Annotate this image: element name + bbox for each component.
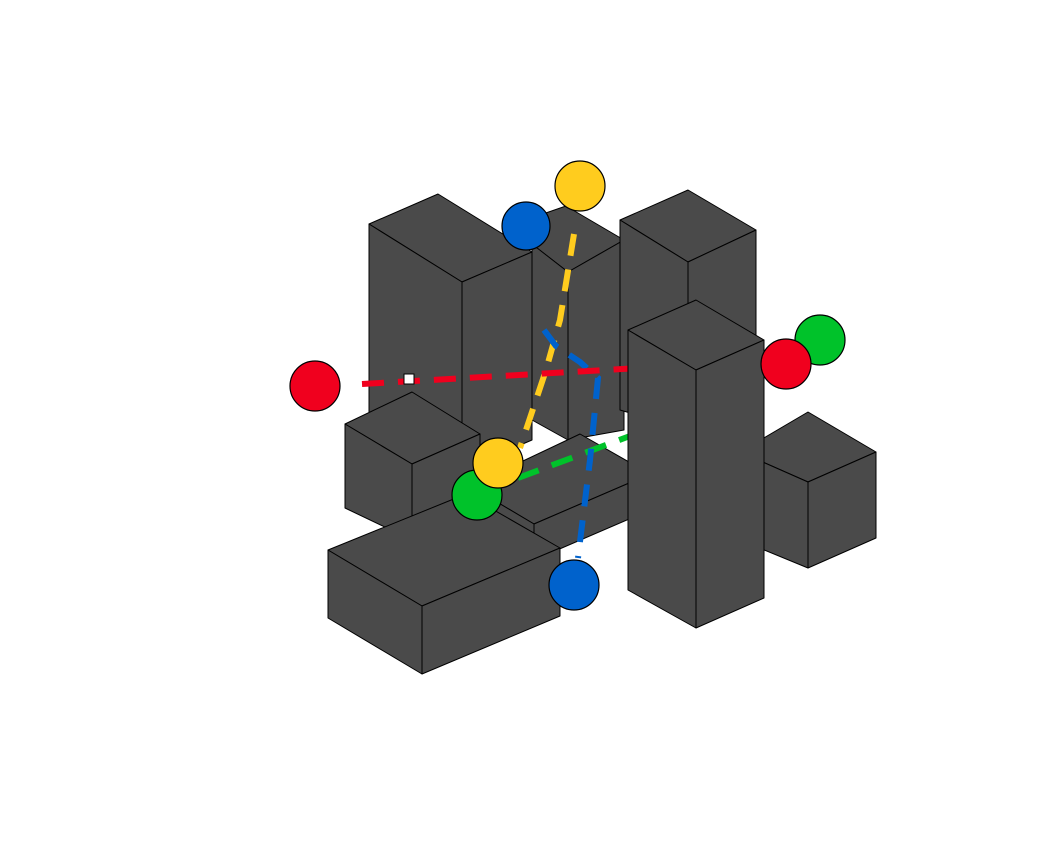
block-front-right-tall	[627, 299, 765, 629]
endpoint-blue-bottom-icon[interactable]	[548, 559, 600, 611]
block-back-center	[507, 205, 625, 441]
endpoint-red-right-icon[interactable]	[760, 338, 812, 390]
path-green	[516, 433, 632, 481]
cursor-square-icon[interactable]	[403, 373, 415, 385]
endpoint-red-left-icon[interactable]	[289, 360, 341, 412]
endpoint-blue-top-icon[interactable]	[501, 201, 551, 251]
endpoint-yellow-bottom-icon[interactable]	[472, 437, 524, 489]
block-front-left-flat	[327, 493, 561, 675]
path-blue	[541, 328, 602, 559]
endpoint-yellow-top-icon[interactable]	[554, 160, 606, 212]
